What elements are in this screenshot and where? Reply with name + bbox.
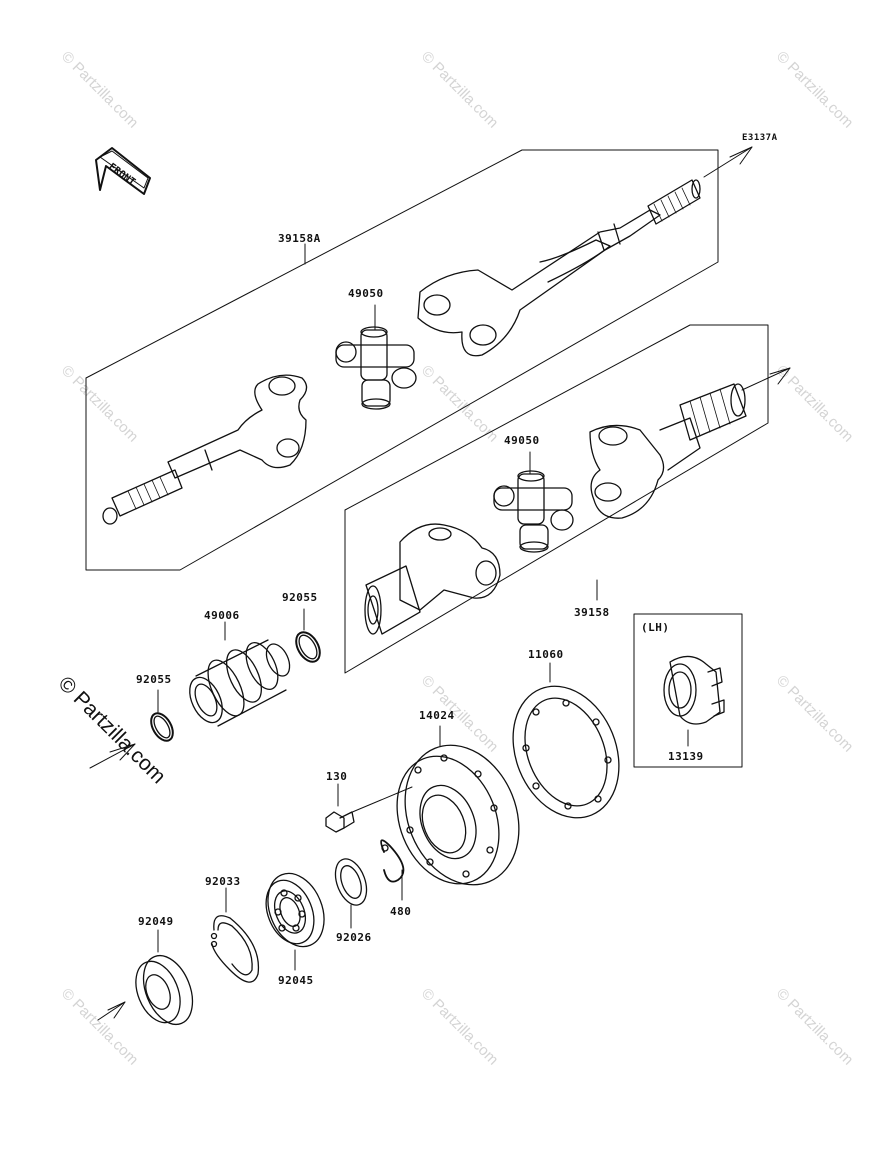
lh-label: (LH): [641, 621, 670, 634]
part-label-480: 480: [390, 905, 412, 918]
o-ring-upper: [295, 631, 321, 663]
diagram-code: E3137A: [742, 133, 778, 143]
retainer-ring: [210, 915, 260, 983]
part-label-11060: 11060: [528, 648, 564, 661]
part-label-130: 130: [326, 770, 348, 783]
part-label-92055-upper: 92055: [282, 591, 318, 604]
part-label-92049: 92049: [138, 915, 174, 928]
part-label-14024: 14024: [419, 709, 455, 722]
lh-hub: [663, 655, 725, 725]
lower-universal-joint: [493, 470, 574, 553]
bearing: [265, 872, 325, 948]
bolt: [325, 811, 355, 833]
part-label-92055-lower: 92055: [136, 673, 172, 686]
leader-lines: [89, 304, 689, 1021]
upper-long-shaft: [417, 179, 701, 357]
part-label-92045: 92045: [278, 974, 314, 987]
lh-box: [633, 613, 743, 768]
shim: [334, 858, 368, 906]
lower-group-outline: [344, 324, 791, 674]
gasket: [512, 685, 620, 819]
circlip: [380, 839, 405, 883]
upper-short-shaft: [102, 374, 308, 525]
oil-seal: [135, 954, 194, 1026]
part-label-49050-upper: 49050: [348, 287, 384, 300]
part-label-39158: 39158: [574, 606, 610, 619]
part-label-49006: 49006: [204, 609, 240, 622]
rubber-boot: [189, 639, 291, 727]
lower-left-shaft: [364, 523, 501, 635]
part-label-92026: 92026: [336, 931, 372, 944]
part-label-49050-lower: 49050: [504, 434, 540, 447]
part-label-13139: 13139: [668, 750, 704, 763]
part-label-39158a: 39158A: [278, 232, 321, 245]
part-label-92033: 92033: [205, 875, 241, 888]
upper-group-outline: [85, 146, 753, 571]
o-ring-lower: [150, 712, 174, 742]
lower-right-shaft: [589, 383, 747, 519]
housing: [396, 744, 520, 886]
upper-universal-joint: [335, 326, 417, 410]
front-arrow-icon: FRONT: [95, 147, 151, 195]
